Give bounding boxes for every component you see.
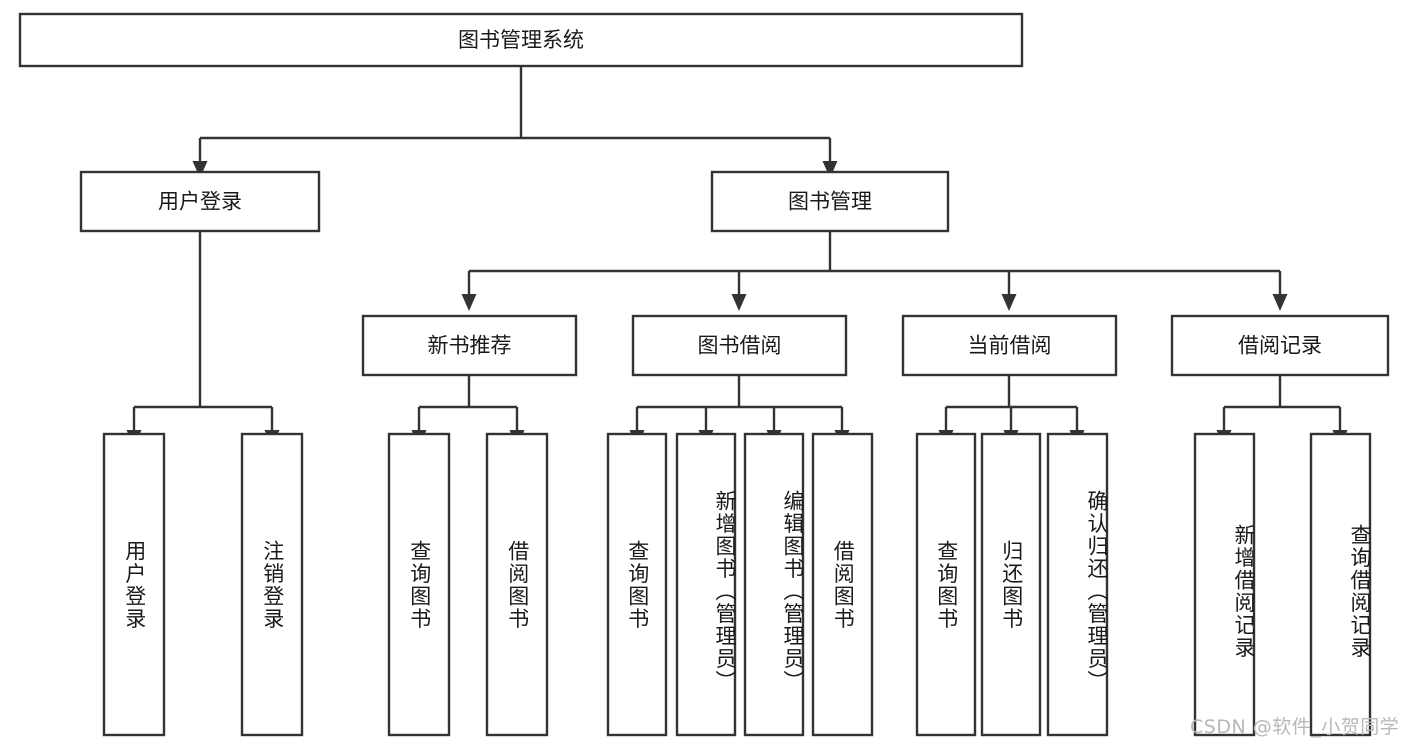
- node-label-root: 图书管理系统: [458, 28, 584, 52]
- connector-user-login-to-leaves: [134, 231, 272, 409]
- connector-book-manage-to-level3: [469, 231, 1280, 273]
- node-boxes-group: [18, 12, 1390, 737]
- connector-edges-group: [126, 66, 1348, 447]
- node-box-new-book-recommend[interactable]: [361, 314, 578, 377]
- arrow-head-icon: [192, 161, 208, 178]
- node-box-leaf-borrow-book[interactable]: [811, 432, 874, 737]
- node-label-book-manage: 图书管理: [788, 190, 872, 214]
- node-label-current-borrow: 当前借阅: [968, 334, 1052, 358]
- node-box-leaf-query-borrow-record[interactable]: [1309, 432, 1372, 737]
- node-box-leaf-user-login[interactable]: [102, 432, 166, 737]
- node-label-new-book-recommend: 新书推荐: [428, 334, 512, 358]
- node-box-leaf-user-logout[interactable]: [240, 432, 304, 737]
- connector-recommend-to-leaves: [419, 375, 517, 409]
- node-box-leaf-add-book[interactable]: [675, 432, 737, 737]
- node-label-user-login: 用户登录: [158, 190, 242, 214]
- node-box-leaf-query-book-borrow[interactable]: [606, 432, 668, 737]
- arrow-head-icon: [461, 294, 477, 311]
- node-box-leaf-query-book-recommend[interactable]: [387, 432, 451, 737]
- node-box-leaf-borrow-book-recommend[interactable]: [485, 432, 549, 737]
- node-box-book-borrow[interactable]: [631, 314, 848, 377]
- node-label-book-borrow: 图书借阅: [698, 334, 782, 358]
- connector-root-to-level2: [200, 66, 830, 140]
- node-box-user-login[interactable]: [79, 170, 321, 233]
- node-box-leaf-query-book-current[interactable]: [915, 432, 977, 737]
- node-box-borrow-record[interactable]: [1170, 314, 1390, 377]
- arrow-head-icon: [1272, 294, 1288, 311]
- arrow-head-icon: [822, 161, 838, 178]
- node-box-leaf-confirm-return[interactable]: [1046, 432, 1109, 737]
- arrow-head-icon: [731, 294, 747, 311]
- node-label-borrow-record: 借阅记录: [1238, 334, 1322, 358]
- node-box-current-borrow[interactable]: [901, 314, 1118, 377]
- arrow-head-icon: [1001, 294, 1017, 311]
- connector-record-to-leaves: [1224, 375, 1340, 409]
- connector-borrow-to-leaves: [637, 375, 842, 409]
- node-box-leaf-edit-book[interactable]: [743, 432, 805, 737]
- node-box-root[interactable]: [18, 12, 1024, 68]
- csdn-watermark: CSDN @软件_小贺同学: [1190, 716, 1400, 738]
- connector-current-to-leaves: [946, 375, 1077, 409]
- node-box-leaf-add-borrow-record[interactable]: [1193, 432, 1256, 737]
- node-box-book-manage[interactable]: [710, 170, 950, 233]
- node-box-leaf-return-book[interactable]: [980, 432, 1042, 737]
